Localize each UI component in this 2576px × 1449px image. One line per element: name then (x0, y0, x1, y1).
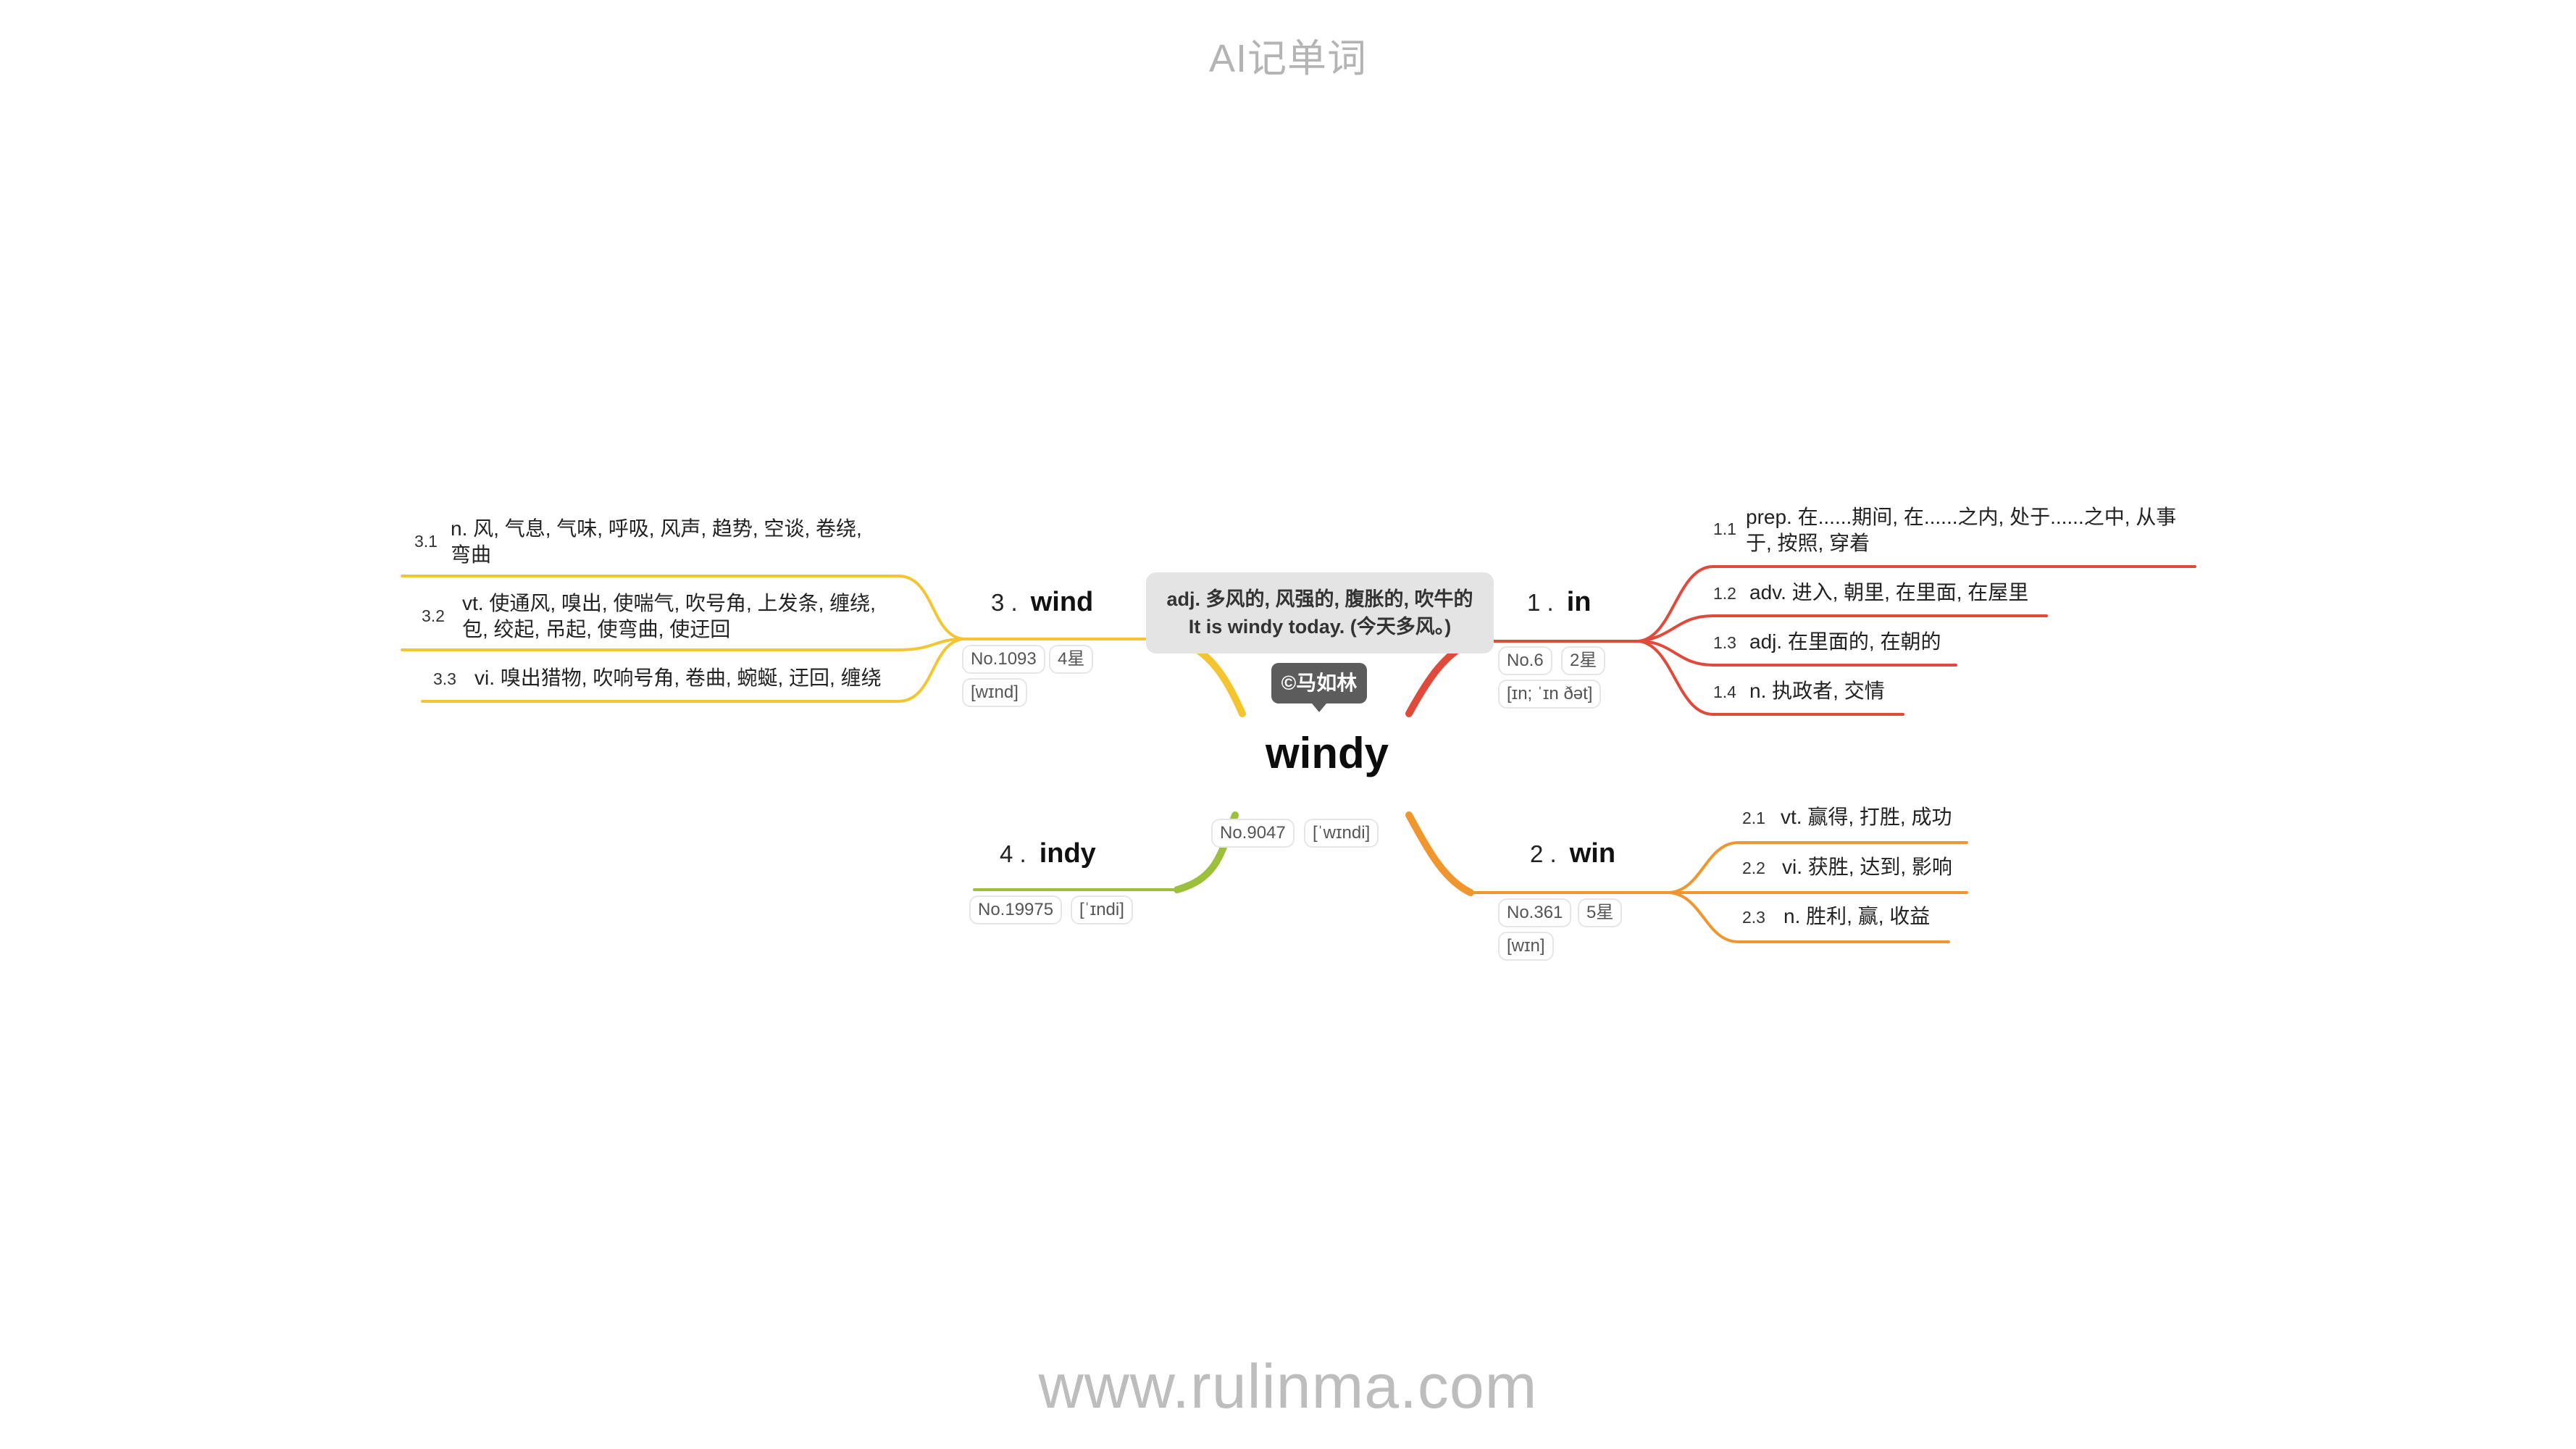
branch-1-meaning-3: adj. 在里面的, 在朝的 (1749, 630, 1941, 653)
branch-2-meaning-2-number: 2.2 (1742, 859, 1765, 877)
branch-2-lines (1405, 811, 1968, 943)
branch-1-link-4 (1637, 640, 1904, 716)
page-footer-url: www.rulinma.com (1038, 1352, 1538, 1421)
branch-3-meaning-3: vi. 嗅出猎物, 吹响号角, 卷曲, 蜿蜒, 迂回, 缠绕 (474, 667, 882, 689)
branch-1-lines (1405, 565, 2196, 717)
branch-2-meaning-1: vt. 赢得, 打胜, 成功 (1781, 806, 1952, 828)
center-phonetic-badge: [ˈwɪndi] (1304, 819, 1379, 848)
branch-3-meaning-3-number: 3.3 (433, 669, 456, 688)
branch-2-node[interactable]: 2 . win (1530, 838, 1615, 869)
branch-3-link-3 (421, 638, 965, 703)
branch-1-node[interactable]: 1 . in (1527, 587, 1591, 618)
branch-1-meaning-4: n. 执政者, 交情 (1749, 680, 1885, 702)
branch-3-meaning-2: vt. 使通风, 嗅出, 使喘气, 吹号角, 上发条, 缠绕, 包, 绞起, 吊… (462, 592, 876, 640)
branch-1-meaning-1-number: 1.1 (1713, 519, 1736, 538)
page-header: AI记单词 (1208, 37, 1368, 80)
branch-1-meaning-2-number: 1.2 (1713, 584, 1736, 603)
branch-4-node[interactable]: 4 . indy (1000, 838, 1096, 869)
branch-4-phonetic-badge: [ˈɪndi] (1071, 895, 1133, 924)
branch-2-number: 2 . (1530, 840, 1557, 867)
branch-1-meaning-1: prep. 在......期间, 在......之内, 处于......之中, … (1746, 506, 2177, 554)
branch-2-link-3 (1668, 891, 1950, 943)
branch-2-meaning-1-number: 2.1 (1742, 809, 1765, 827)
branch-1-word: in (1566, 587, 1592, 617)
branch-3-meaning-2-number: 3.2 (422, 606, 445, 625)
branch-4-rank-badge: No.19975 (969, 895, 1063, 924)
branch-1-meaning-2: adv. 进入, 朝里, 在里面, 在屋里 (1749, 581, 2029, 604)
branch-2-phonetic-badge: [wɪn] (1498, 932, 1554, 961)
branch-4-word: indy (1039, 838, 1096, 869)
center-word[interactable]: windy (1265, 729, 1389, 777)
branch-1-rank-badge: No.6 (1498, 646, 1552, 675)
branch-1-link-1 (1637, 565, 2196, 643)
copyright-badge: ©马如林 (1271, 663, 1367, 712)
branch-1-phonetic-badge: [ɪn; ˈɪn ðət] (1498, 680, 1602, 709)
tooltip-example: It is windy today. (今天多风。) (1188, 616, 1452, 638)
branch-2-meaning-3-number: 2.3 (1742, 908, 1765, 927)
branch-2-word: win (1569, 838, 1616, 869)
branch-3-word: wind (1030, 587, 1094, 617)
branch-1-meaning-3-number: 1.3 (1713, 633, 1736, 652)
branch-3-node[interactable]: 3 . wind (991, 587, 1093, 618)
branch-2-link-1 (1668, 841, 1968, 894)
branch-2-meaning-3: n. 胜利, 赢, 收益 (1783, 905, 1931, 927)
center-rank-badge: No.9047 (1211, 819, 1295, 848)
branch-3-rank-badge: No.1093 (962, 645, 1045, 674)
branch-1-stars-badge: 2星 (1561, 646, 1606, 675)
branch-1-meaning-4-number: 1.4 (1713, 682, 1736, 701)
branch-1-number: 1 . (1527, 589, 1554, 616)
branch-3-link-1 (401, 575, 965, 640)
branch-3-number: 3 . (991, 589, 1018, 616)
branch-2-meaning-2: vi. 获胜, 达到, 影响 (1782, 856, 1952, 878)
branch-3-meaning-1: n. 风, 气息, 气味, 呼吸, 风声, 趋势, 空谈, 卷绕, 弯曲 (451, 517, 862, 566)
tooltip-definition: adj. 多风的, 风强的, 腹胀的, 吹牛的 (1166, 588, 1473, 610)
branch-2-trunk (1405, 811, 1474, 896)
branch-3-link-2 (401, 638, 965, 651)
branch-2-stars-badge: 5星 (1578, 898, 1623, 927)
branch-3-stars-badge: 4星 (1049, 645, 1094, 674)
definition-tooltip: adj. 多风的, 风强的, 腹胀的, 吹牛的 It is windy toda… (1146, 572, 1494, 653)
branch-2-rank-badge: No.361 (1498, 898, 1572, 927)
branch-4-number: 4 . (1000, 840, 1026, 867)
branch-1-link-3 (1637, 640, 1957, 667)
branch-1-link-2 (1637, 614, 2048, 643)
branch-3-phonetic-badge: [wɪnd] (962, 678, 1027, 707)
branch-3-meaning-1-number: 3.1 (414, 532, 438, 551)
